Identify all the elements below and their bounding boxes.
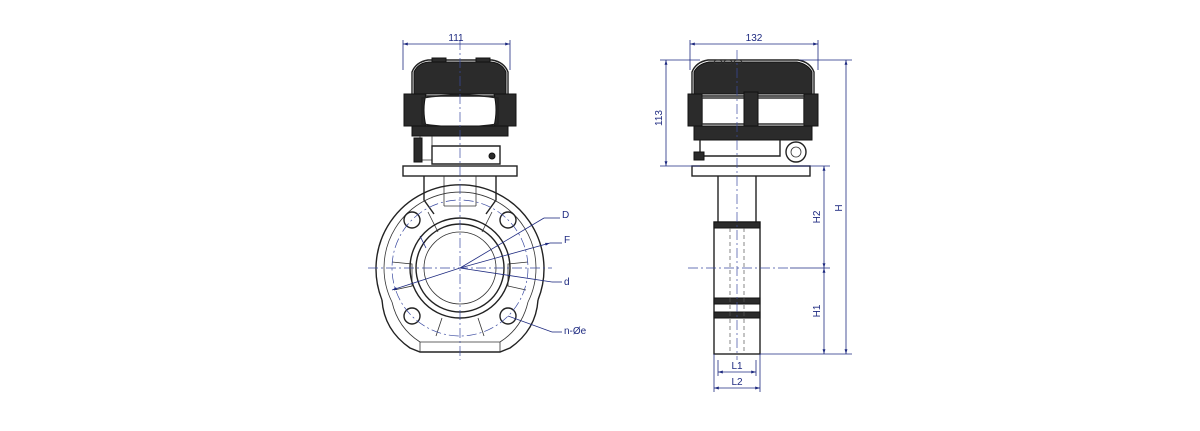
bolt-hole [403, 211, 421, 229]
dimension-actuator-height: 113 [654, 59, 700, 167]
side-cable-gland-inner [790, 146, 802, 158]
dimension-lengths: L1 L2 [713, 354, 761, 392]
side-width-label: 132 [746, 33, 763, 44]
actuator-side-boss [413, 137, 423, 163]
dimension-width-side: 132 [689, 33, 819, 70]
callout-D: D [562, 210, 569, 221]
actuator-cover-top [411, 59, 509, 97]
callout-d: d [564, 277, 570, 288]
front-view: 111 D F d n-Øe [368, 33, 587, 360]
outer-length-label: L2 [731, 377, 743, 388]
side-actuator [687, 59, 819, 163]
side-bulge-right [803, 93, 819, 127]
side-view: 132 113 H H2 H1 [654, 33, 852, 392]
dimension-width-front: 111 [402, 33, 511, 70]
callout-n-e: n-Øe [564, 326, 587, 337]
bolt-circle-line [391, 199, 529, 337]
side-knob [723, 59, 733, 65]
side-base-boss [693, 151, 705, 161]
side-cable-gland [785, 141, 807, 163]
dimension-heights: H H2 H1 [760, 59, 852, 355]
side-bulge-left [687, 93, 703, 127]
actuator-base-bolt [488, 152, 496, 160]
side-clip [743, 91, 759, 127]
side-base [699, 140, 781, 157]
actuator-knob-right [475, 57, 491, 63]
actuator-base [431, 145, 501, 165]
front-width-label: 111 [448, 33, 464, 44]
body-lower-edge [381, 299, 539, 353]
side-knob [733, 59, 743, 65]
body-rib-bottom [435, 317, 485, 337]
side-actuator-top [691, 59, 815, 97]
bolt-hole [403, 307, 421, 325]
side-top-flange [691, 165, 811, 177]
side-knob [713, 59, 723, 65]
body-rib-top [427, 211, 493, 233]
front-neck [423, 176, 497, 215]
side-actuator-shade [693, 61, 813, 95]
callout-F: F [564, 235, 570, 246]
side-lower-body [693, 125, 813, 141]
actuator-height-label: 113 [654, 110, 665, 126]
actuator-knob-left [431, 57, 447, 63]
front-bolt-holes [403, 211, 517, 325]
total-height-label: H [834, 204, 845, 211]
body-rib-left [391, 261, 413, 291]
upper-height-label: H2 [812, 210, 823, 223]
inner-length-label: L1 [731, 361, 743, 372]
bolt-hole [499, 307, 517, 325]
lower-height-label: H1 [812, 304, 823, 317]
front-callouts: D F d n-Øe [391, 210, 587, 337]
side-neck [717, 176, 757, 222]
bolt-hole [499, 211, 517, 229]
